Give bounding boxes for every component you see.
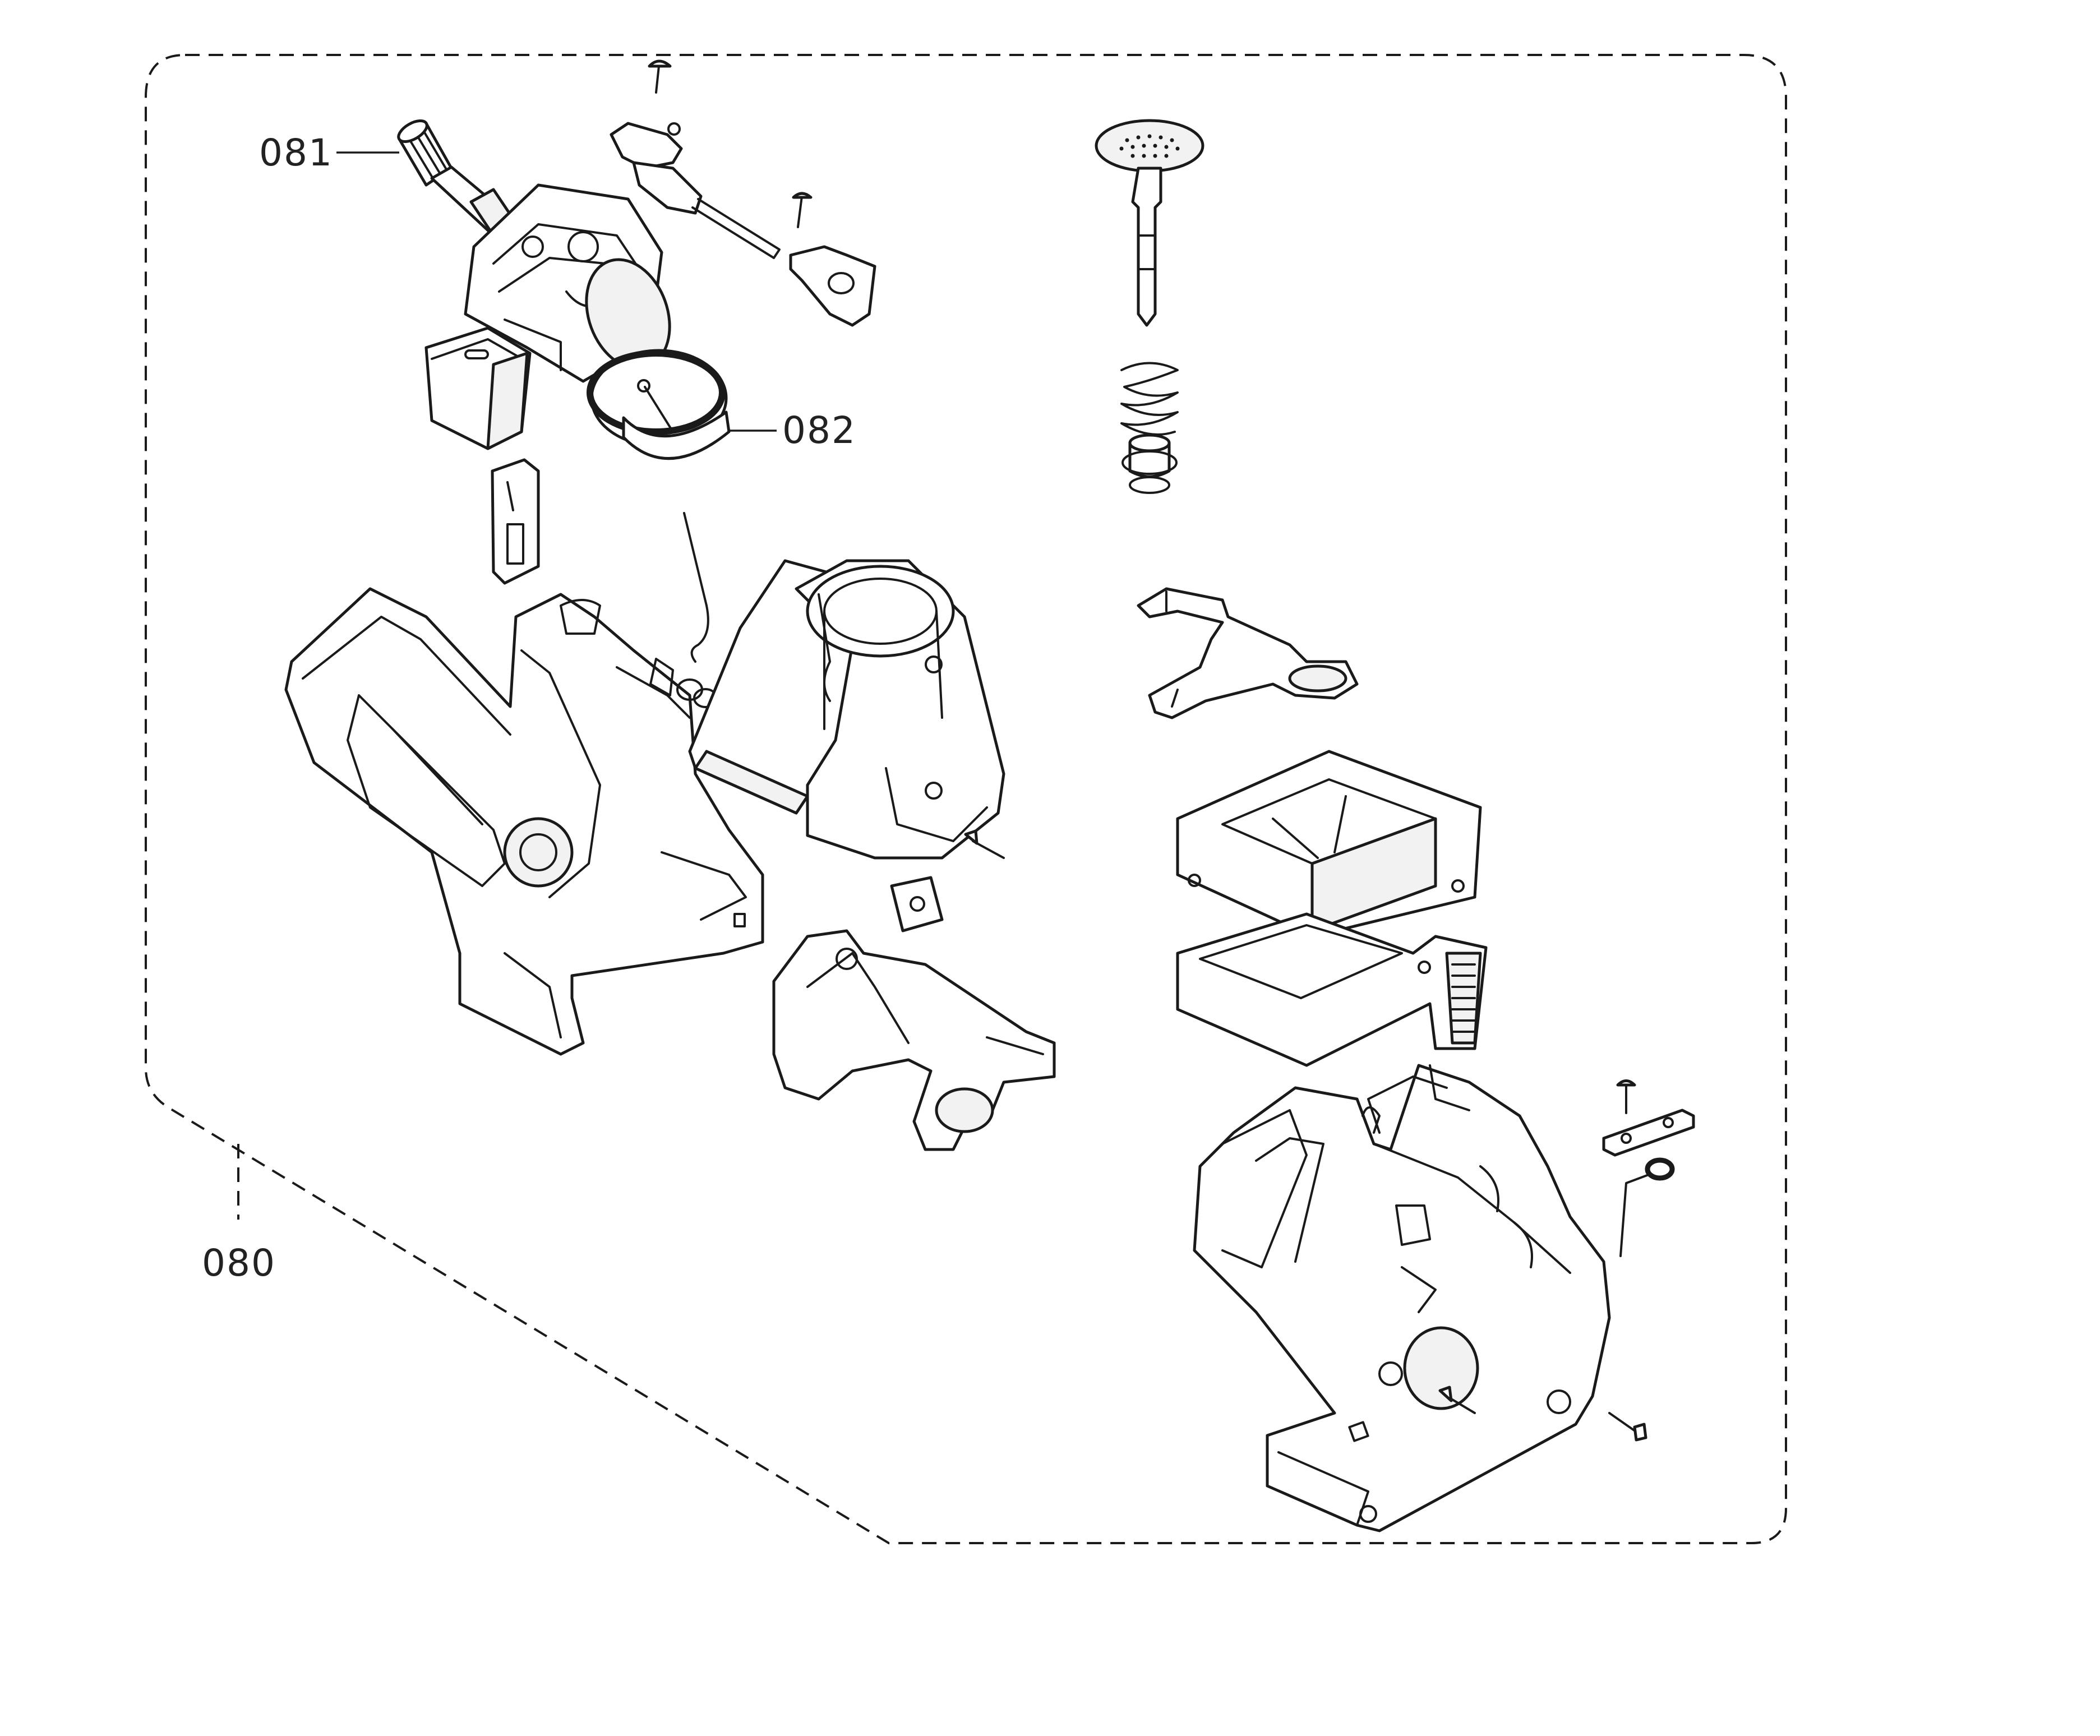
compression-spring [1120, 362, 1179, 436]
piston-valve-seal [1121, 433, 1178, 494]
center-brew-cylinder-unit [688, 559, 1005, 860]
left-brew-frame [284, 587, 764, 1056]
upper-connector-assembly [610, 59, 876, 327]
square-nut [890, 876, 944, 932]
fork-lever [1137, 587, 1359, 719]
small-slotted-plate [491, 458, 540, 585]
part-081-splined-shaft [397, 119, 515, 237]
right-bracket-screw-spring [1602, 1079, 1695, 1257]
chute-funnel-upper [1176, 750, 1482, 938]
piston-shower-plate [1095, 119, 1204, 327]
callout-081-label: 081 [259, 131, 333, 174]
grey-block-cover [424, 326, 532, 450]
part-082-seal-ring [587, 349, 731, 460]
right-wire-clip [1367, 1075, 1448, 1134]
wire-spring-clip [683, 512, 709, 663]
assembly-boundary-dashed [145, 54, 1787, 1544]
callout-080-label: 080 [202, 1241, 276, 1285]
center-screw [964, 829, 1005, 859]
lower-lever-arm [772, 929, 1056, 1151]
right-lower-frame [1193, 1064, 1611, 1532]
callout-082-label: 082 [782, 409, 856, 452]
upper-brew-head-housing [464, 183, 671, 383]
right-frame-screws [1438, 1386, 1647, 1442]
shower-holes [1119, 134, 1180, 158]
chute-tray-lower [1176, 912, 1488, 1067]
